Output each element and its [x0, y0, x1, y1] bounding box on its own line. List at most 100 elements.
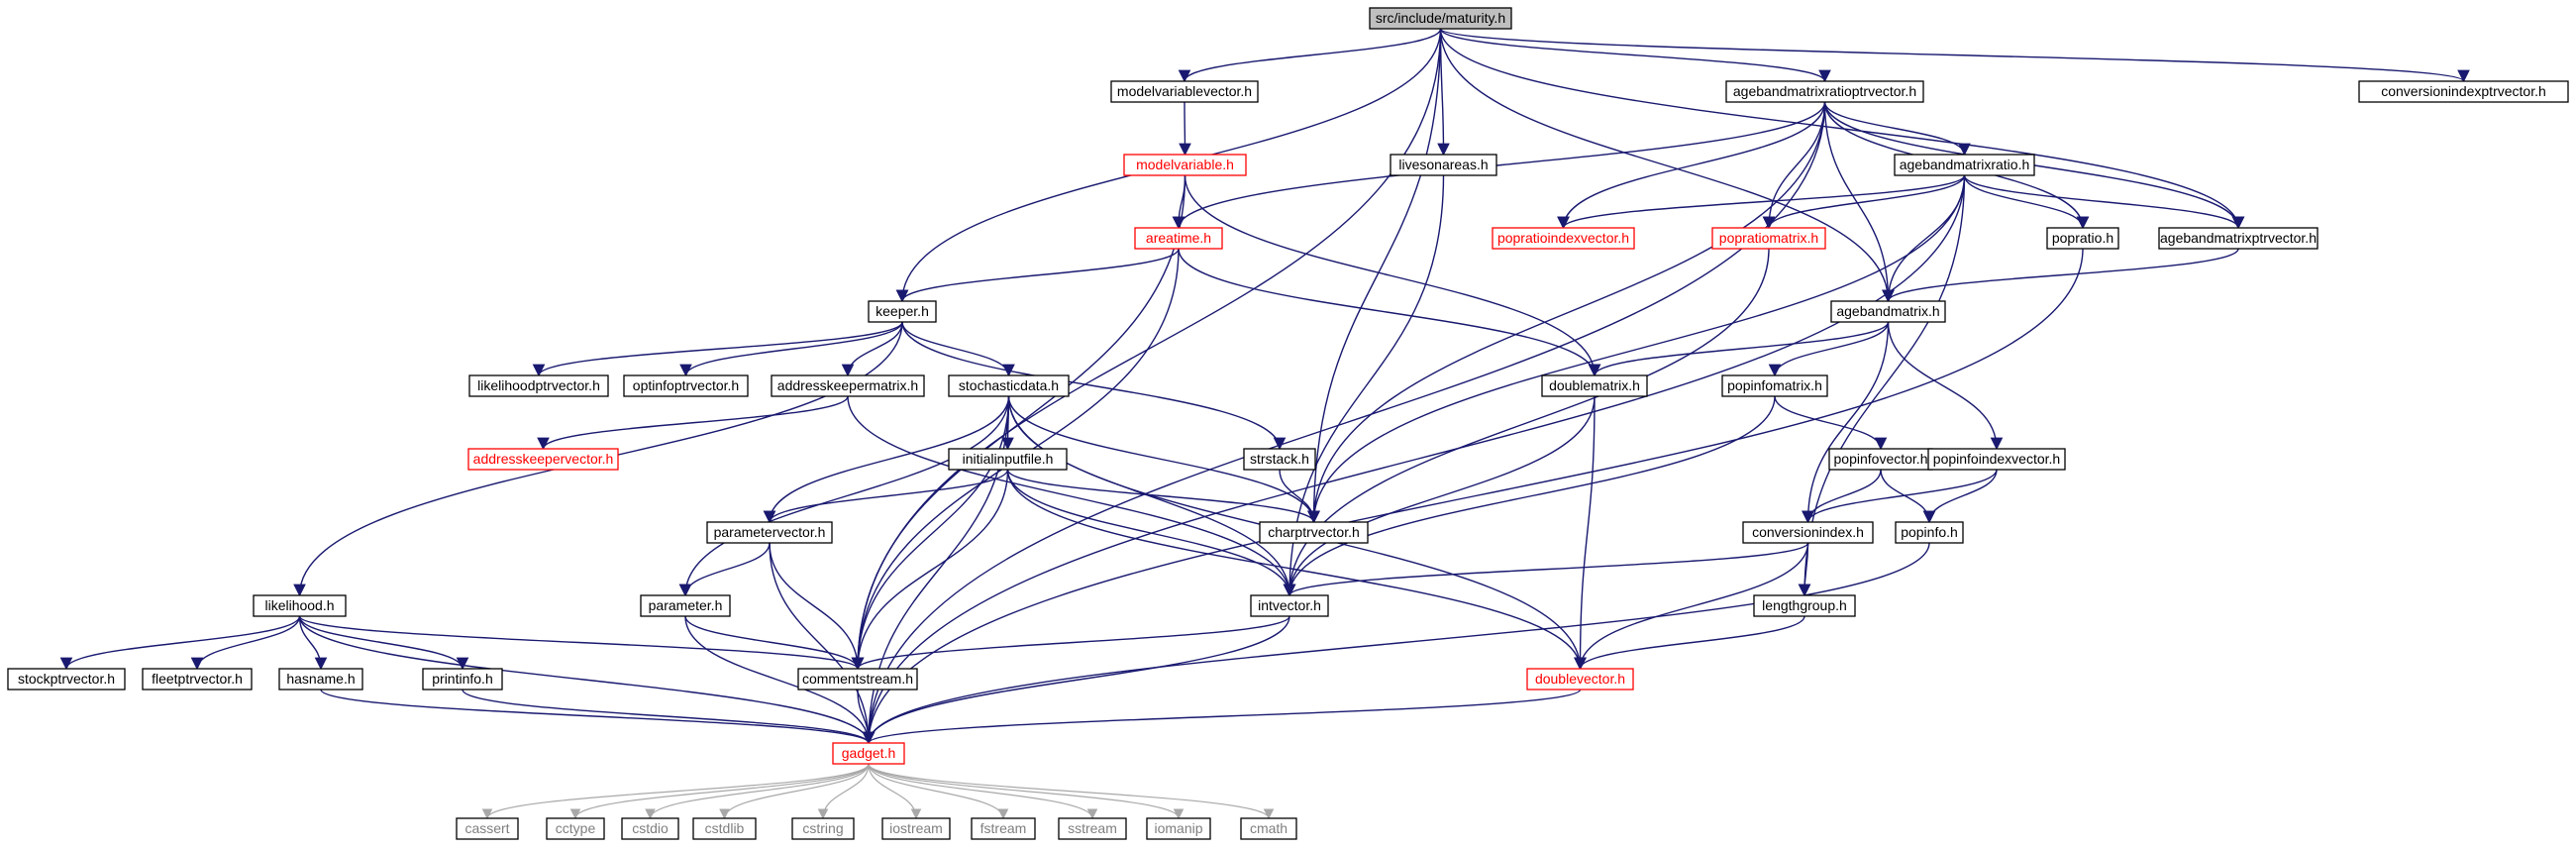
node-gadget[interactable]: gadget.h	[832, 742, 905, 765]
node-popinfovector[interactable]: popinfovector.h	[1828, 448, 1933, 471]
node-agebandmatrixratioptrvector[interactable]: agebandmatrixratioptrvector.h	[1725, 80, 1924, 103]
node-box	[1259, 521, 1369, 544]
node-addresskeepermatrix[interactable]: addresskeepermatrix.h	[771, 374, 925, 397]
edge-agebandmatrixratio-to-popratioindexvector	[1557, 174, 1966, 230]
node-popinfoindexvector[interactable]: popinfoindexvector.h	[1927, 448, 2066, 471]
node-cstdio: cstdio	[621, 817, 679, 840]
node-keeper[interactable]: keeper.h	[868, 300, 937, 323]
node-maturity[interactable]: src/include/maturity.h	[1369, 7, 1512, 30]
node-box	[2358, 80, 2569, 103]
node-label: popinfoindexvector.h	[1933, 451, 2060, 467]
node-agebandmatrixratio[interactable]: agebandmatrixratio.h	[1894, 154, 2035, 176]
edge-modelvariable-to-doublematrix	[1184, 174, 1601, 377]
node-conversionindexptrvector[interactable]: conversionindexptrvector.h	[2358, 80, 2569, 103]
node-conversionindex[interactable]: conversionindex.h	[1742, 521, 1874, 544]
node-stochasticdata[interactable]: stochasticdata.h	[948, 374, 1070, 397]
edge-areatime-to-doublematrix	[1178, 248, 1601, 377]
edge-likelihood-to-stockptrvector	[59, 615, 301, 671]
node-label: keeper.h	[876, 303, 929, 319]
node-doublematrix[interactable]: doublematrix.h	[1541, 374, 1648, 397]
node-modelvariablevector[interactable]: modelvariablevector.h	[1110, 80, 1259, 103]
edge-gadget-to-cassert	[481, 763, 870, 820]
node-label: likelihood.h	[264, 597, 334, 613]
node-fleetptrvector[interactable]: fleetptrvector.h	[142, 668, 253, 691]
node-agebandmatrix[interactable]: agebandmatrix.h	[1830, 300, 1946, 323]
node-modelvariable[interactable]: modelvariable.h	[1123, 154, 1247, 176]
node-box	[1123, 154, 1247, 176]
node-label: conversionindexptrvector.h	[2381, 83, 2546, 99]
node-hasname[interactable]: hasname.h	[278, 668, 363, 691]
node-box	[253, 594, 347, 617]
edge-agebandmatrix-to-conversionindex	[1802, 321, 1890, 524]
node-box	[1541, 374, 1648, 397]
node-popratioindexvector[interactable]: popratioindexvector.h	[1492, 227, 1635, 250]
edge-agebandmatrix-to-doublematrix	[1588, 321, 1890, 377]
node-doublevector[interactable]: doublevector.h	[1526, 668, 1634, 691]
node-label: cassert	[464, 820, 509, 836]
edge-parametervector-to-commentstream	[769, 542, 865, 671]
node-parameter[interactable]: parameter.h	[640, 594, 731, 617]
node-initialinputfile[interactable]: initialinputfile.h	[948, 448, 1068, 471]
edge-agebandmatrixratioptrvector-to-popratioindexvector	[1557, 101, 1826, 230]
node-box	[971, 817, 1036, 840]
edge-popratio-to-gadget	[862, 248, 2084, 745]
edge-livesonareas-to-intvector	[1283, 174, 1445, 597]
node-box	[142, 668, 253, 691]
node-printinfo[interactable]: printinfo.h	[422, 668, 503, 691]
node-box	[546, 817, 605, 840]
edge-agebandmatrixratioptrvector-to-charptrvector	[1307, 101, 1826, 524]
node-charptrvector[interactable]: charptrvector.h	[1259, 521, 1369, 544]
node-box	[1240, 817, 1297, 840]
edge-parameter-to-commentstream	[684, 615, 865, 671]
node-lengthgroup[interactable]: lengthgroup.h	[1753, 594, 1856, 617]
edge-keeper-to-optinfoptrvector	[679, 321, 903, 377]
edge-popinfomatrix-to-intvector	[1283, 395, 1776, 597]
node-areatime[interactable]: areatime.h	[1134, 227, 1223, 250]
edge-addresskeepermatrix-to-intvector	[847, 395, 1296, 597]
node-label: popinfovector.h	[1834, 451, 1928, 467]
node-agebandmatrixptrvector[interactable]: agebandmatrixptrvector.h	[2158, 227, 2318, 250]
node-commentstream[interactable]: commentstream.h	[797, 668, 918, 691]
node-label: fstream	[980, 820, 1027, 836]
node-label: stockptrvector.h	[18, 671, 115, 687]
edge-hasname-to-gadget	[320, 689, 876, 745]
node-label: iostream	[889, 820, 943, 836]
node-optinfoptrvector[interactable]: optinfoptrvector.h	[623, 374, 749, 397]
node-strstack[interactable]: strstack.h	[1243, 448, 1316, 471]
node-popinfomatrix[interactable]: popinfomatrix.h	[1721, 374, 1828, 397]
node-label: sstream	[1068, 820, 1117, 836]
edge-gadget-to-iostream	[868, 763, 922, 820]
edge-layer	[59, 28, 2470, 820]
node-livesonareas[interactable]: livesonareas.h	[1390, 154, 1497, 176]
edge-gadget-to-cstring	[817, 763, 870, 820]
node-likelihoodptrvector[interactable]: likelihoodptrvector.h	[468, 374, 609, 397]
node-label: cctype	[556, 820, 596, 836]
edge-stochasticdata-to-intvector	[1007, 395, 1296, 597]
node-box	[467, 448, 619, 471]
node-popratiomatrix[interactable]: popratiomatrix.h	[1711, 227, 1826, 250]
node-label: livesonareas.h	[1398, 157, 1488, 172]
node-addresskeepervector[interactable]: addresskeepervector.h	[467, 448, 619, 471]
edge-agebandmatrixratioptrvector-to-popratiomatrix	[1762, 101, 1826, 230]
edge-parameter-to-gadget	[684, 615, 876, 745]
node-label: printinfo.h	[432, 671, 492, 687]
node-popratio[interactable]: popratio.h	[2046, 227, 2119, 250]
node-box	[621, 817, 679, 840]
edge-maturity-to-conversionindexptrvector	[1439, 28, 2470, 83]
edge-popinfo-to-gadget	[862, 542, 1930, 745]
node-intvector[interactable]: intvector.h	[1250, 594, 1329, 617]
node-label: modelvariablevector.h	[1117, 83, 1252, 99]
node-parametervector[interactable]: parametervector.h	[706, 521, 833, 544]
node-box	[640, 594, 731, 617]
node-popinfo[interactable]: popinfo.h	[1895, 521, 1964, 544]
node-box	[1369, 7, 1512, 30]
edge-agebandmatrixratio-to-agebandmatrix	[1882, 174, 1966, 303]
edge-maturity-to-agebandmatrixptrvector	[1439, 28, 2245, 230]
node-label: parameter.h	[649, 597, 723, 613]
node-stockptrvector[interactable]: stockptrvector.h	[7, 668, 126, 691]
edge-maturity-to-agebandmatrixratioptrvector	[1439, 28, 1831, 83]
edge-areatime-to-keeper	[895, 248, 1180, 303]
node-box	[1526, 668, 1634, 691]
node-likelihood[interactable]: likelihood.h	[253, 594, 347, 617]
